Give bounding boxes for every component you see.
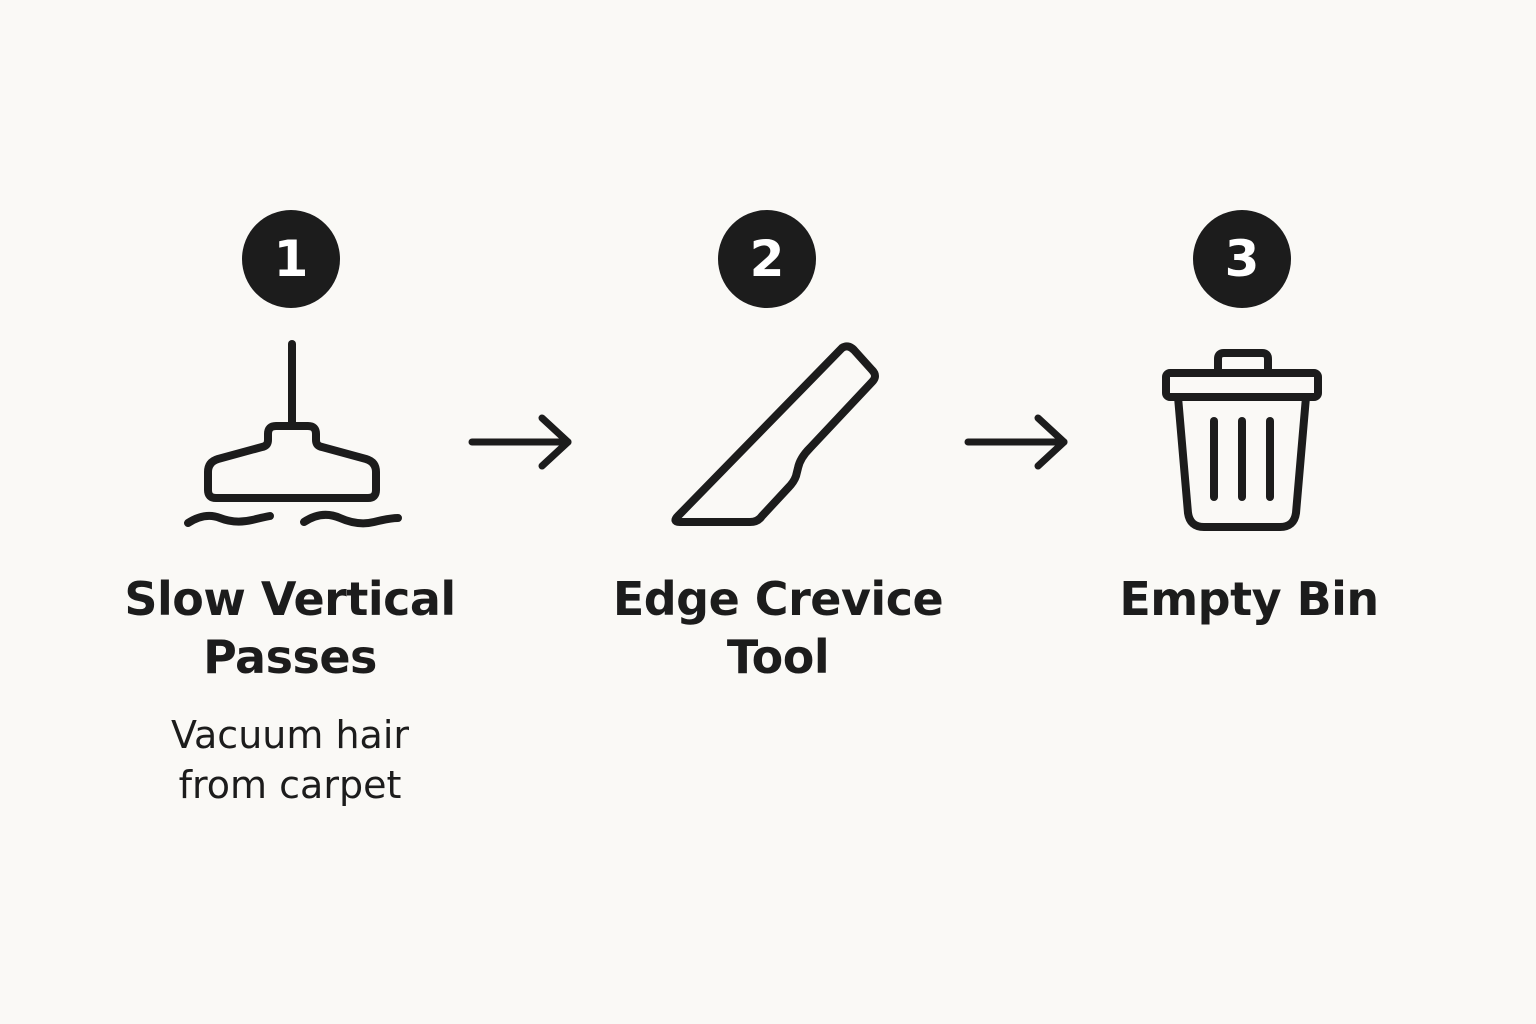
step-2-number-badge: 2 (718, 210, 816, 308)
step-2-number: 2 (749, 230, 785, 288)
step-3-number-badge: 3 (1193, 210, 1291, 308)
step-2-title: Edge Crevice Tool (612, 572, 944, 684)
vacuum-head-icon (180, 338, 410, 538)
step-1-description: Vacuum hair from carpet (170, 713, 410, 807)
trash-bin-icon (1156, 345, 1328, 535)
step-1-number-badge: 1 (242, 210, 340, 308)
step-1-title: Slow Vertical Passes (124, 572, 456, 684)
step-3-number: 3 (1224, 230, 1260, 288)
crevice-tool-icon (664, 340, 890, 534)
step-1-number: 1 (273, 230, 309, 288)
step-3-title: Empty Bin (1119, 572, 1379, 626)
right-arrow-icon (468, 412, 578, 472)
right-arrow-icon (964, 412, 1074, 472)
